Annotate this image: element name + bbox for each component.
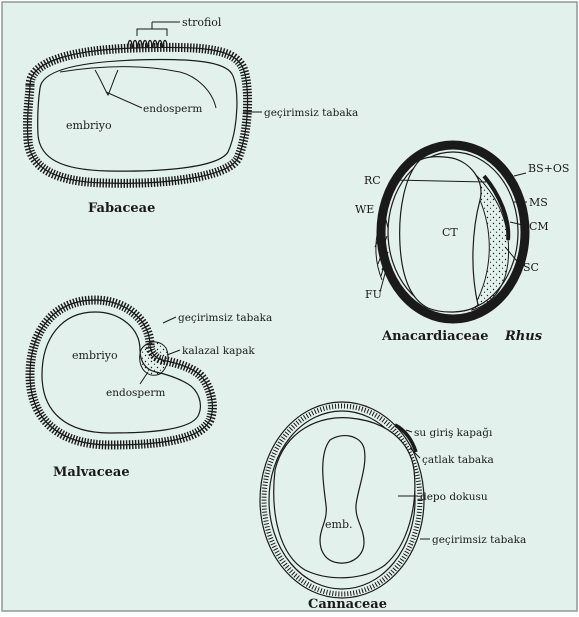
label-rc: RC <box>364 174 381 187</box>
label-su-giris: su giriş kapağı <box>414 426 493 439</box>
label-malvaceae-coat: geçirimsiz tabaka <box>178 312 272 324</box>
label-catlak: çatlak tabaka <box>422 454 494 466</box>
label-sc: SC <box>523 261 539 274</box>
label-depo: depo dokusu <box>420 491 488 503</box>
label-ms: MS <box>529 196 548 209</box>
label-cm: CM <box>529 220 549 233</box>
title-anacardiaceae: Anacardiaceae <box>381 329 488 344</box>
label-strofiol: strofiol <box>182 16 222 29</box>
label-fabaceae-embriyo: embriyo <box>66 119 112 132</box>
label-fabaceae-endosperm: endosperm <box>143 103 202 115</box>
label-fu: FU <box>365 288 382 301</box>
label-bs-os: BS+OS <box>528 162 569 175</box>
title-cannaceae: Cannaceae <box>308 597 387 612</box>
label-fabaceae-coat: geçirimsiz tabaka <box>264 107 358 119</box>
label-we: WE <box>355 203 374 216</box>
title-fabaceae: Fabaceae <box>88 201 155 216</box>
label-ct: CT <box>442 226 458 239</box>
label-emb: emb. <box>325 518 352 531</box>
label-kalazal: kalazal kapak <box>182 345 255 357</box>
title-malvaceae: Malvaceae <box>53 465 130 480</box>
label-malvaceae-endosperm: endosperm <box>106 387 165 399</box>
label-malvaceae-embriyo: embriyo <box>72 349 118 362</box>
title-rhus: Rhus <box>504 329 543 344</box>
label-cannaceae-coat: geçirimsiz tabaka <box>432 534 526 546</box>
kalazal-cap <box>140 342 168 375</box>
